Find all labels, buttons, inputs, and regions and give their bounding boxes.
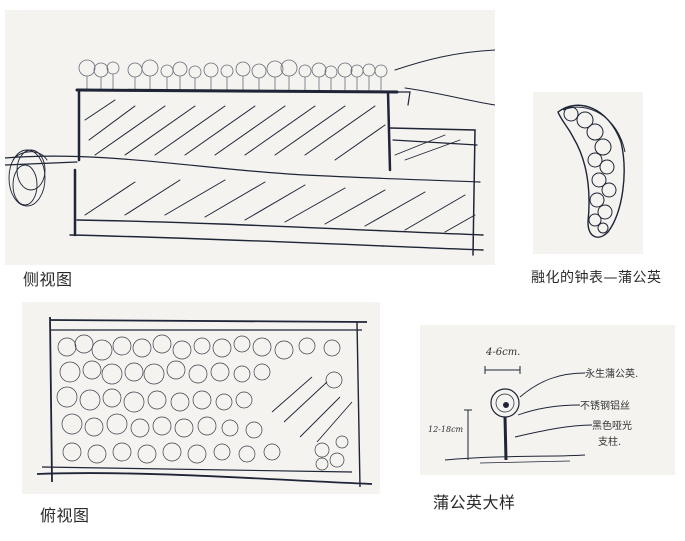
note-support-post: 支柱. [598,437,622,448]
diagonal-hatching [271,376,353,443]
dandelion-detail-caption: 蒲公英大样 [433,493,516,512]
melting-clock-caption: 融化的钟表—蒲公英 [531,270,662,286]
note-everlasting-dandelion: 永生蒲公英. [585,369,639,380]
width-dimension-label: 4-6cm. [486,347,521,358]
dandelion-row [78,59,388,91]
height-dimension-label: 12-18cm [428,425,464,434]
dandelion-circles [56,334,349,471]
side-view-sketch [5,10,495,265]
side-view-drawing [5,49,495,256]
side-view-caption: 侧视图 [23,270,73,289]
dandelion-detail-sketch: 4-6cm. 12-18cm 永生蒲公英. 不锈钢铝丝 黑色哑光 支柱. [420,325,675,475]
shrub [8,149,48,207]
top-view-sketch [22,302,380,494]
hatching [84,99,386,161]
melting-clock-drawing [557,104,626,238]
note-stainless-wire: 不锈钢铝丝 [580,401,630,412]
note-matte-black: 黑色哑光 [592,421,632,432]
dandelion-detail-drawing [444,366,593,464]
top-view-drawing [36,316,373,488]
top-view-caption: 俯视图 [40,506,90,525]
melting-clock-sketch [533,92,643,254]
